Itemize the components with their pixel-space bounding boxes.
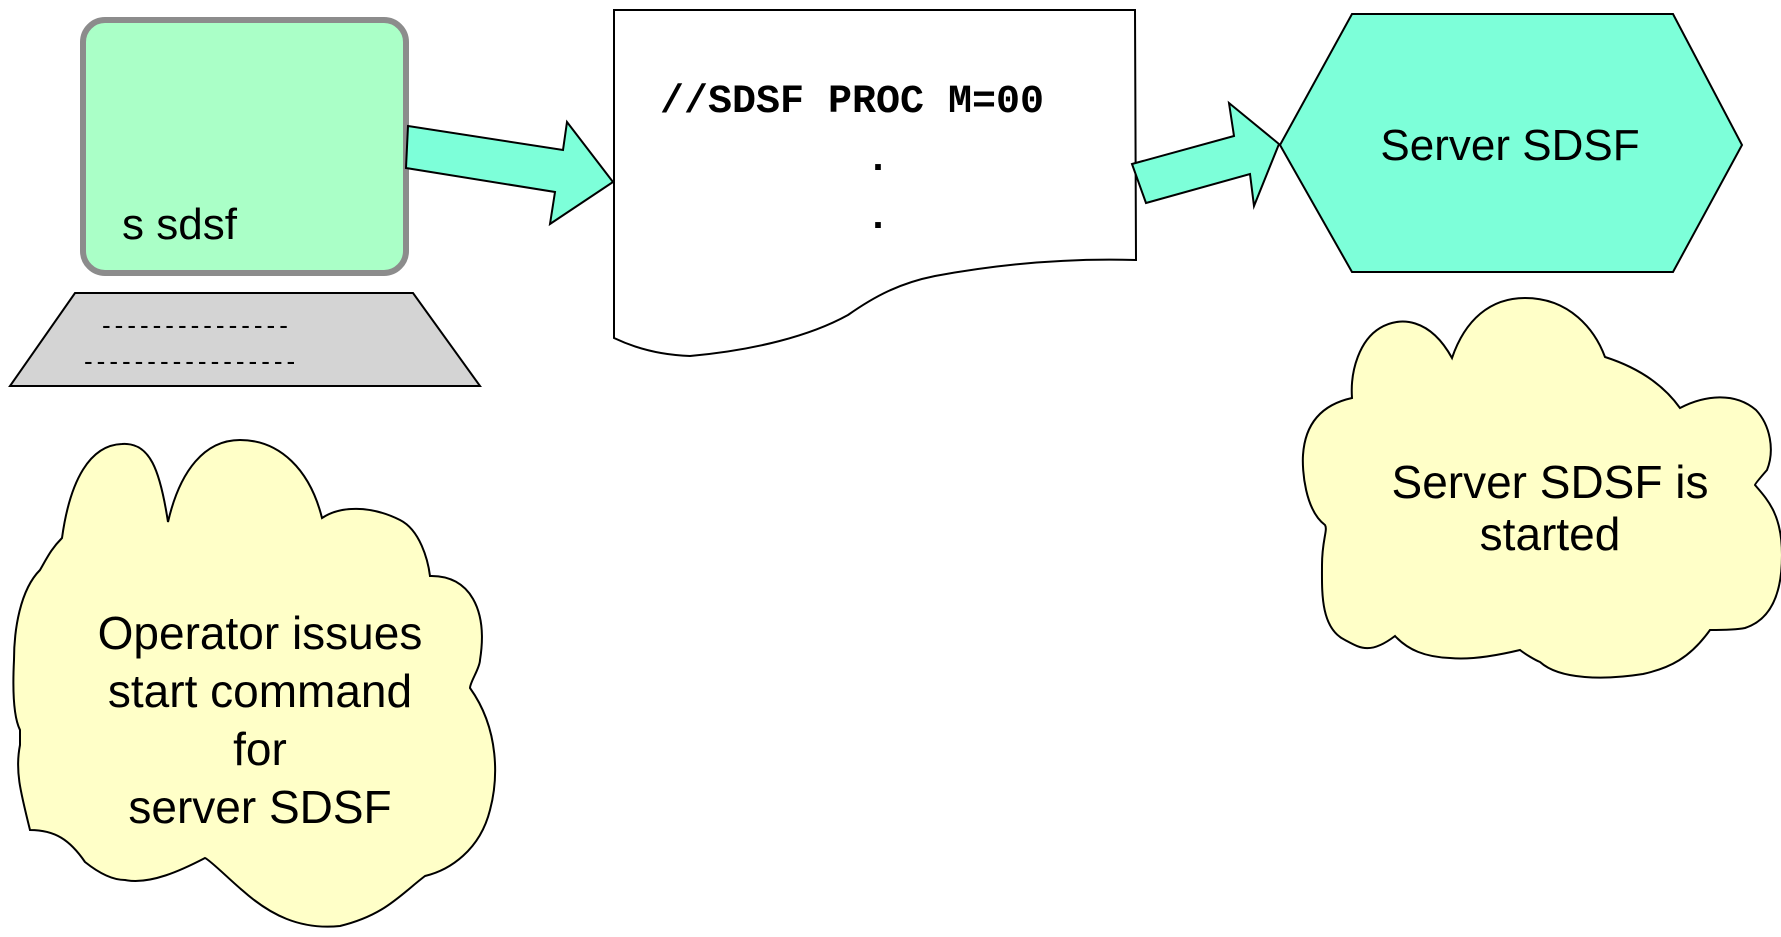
cloud-text-line: Operator issues	[97, 607, 423, 659]
cloud-text-line: started	[1479, 508, 1621, 560]
cloud-text-line: for	[233, 723, 287, 775]
cloud-text-line: Server SDSF is	[1391, 456, 1709, 508]
terminal-command-text: s sdsf	[122, 200, 237, 249]
operator-cloud	[12, 438, 497, 928]
proc-statement: //SDSF PROC M=00	[660, 80, 1045, 125]
server-started-cloud-text: Server SDSF is started	[1330, 456, 1770, 560]
cloud-text-line: server SDSF	[128, 781, 392, 833]
proc-document	[613, 9, 1138, 358]
server-hexagon	[1278, 13, 1744, 273]
cloud-text-line: start command	[107, 665, 413, 717]
arrow-terminal-to-proc	[404, 119, 615, 227]
server-started-cloud	[1301, 296, 1781, 679]
proc-continuation-dot: .	[866, 196, 891, 241]
terminal-screen	[80, 17, 409, 276]
server-label: Server SDSF	[1380, 121, 1640, 170]
keyboard-keys-row-2: -----------------	[84, 346, 299, 376]
terminal-keyboard	[8, 292, 482, 387]
operator-cloud-text: Operator issues start command for server…	[40, 604, 480, 836]
arrow-proc-to-server	[1130, 100, 1281, 210]
keyboard-keys-row-1: ---------------	[102, 310, 292, 340]
proc-continuation-dot: .	[866, 138, 891, 183]
